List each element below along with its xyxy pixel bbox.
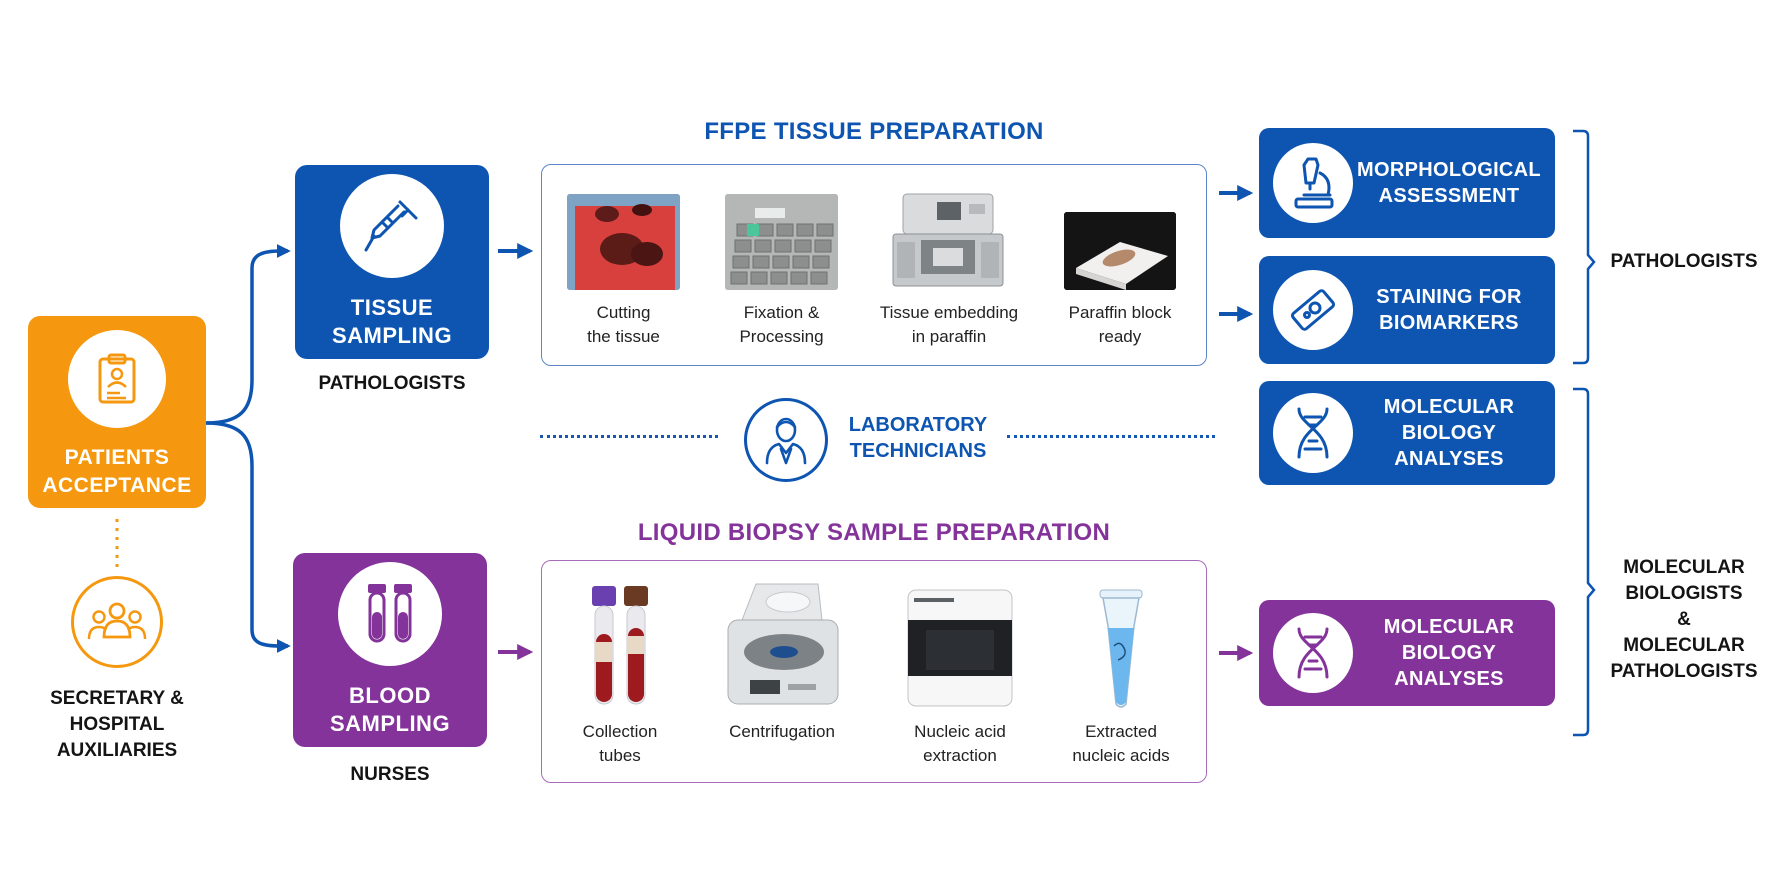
liquid-step-caption: Extracted nucleic acids xyxy=(1072,722,1170,765)
patients-acceptance-label: PATIENTS ACCEPTANCE xyxy=(42,446,192,497)
microscope-icon xyxy=(1273,143,1353,223)
molecular-group-label: MOLECULAR BIOLOGISTS & MOLECULAR PATHOLO… xyxy=(1610,557,1758,682)
dna-icon xyxy=(1273,613,1353,693)
blood-sampling-role: NURSES xyxy=(350,764,430,785)
liquid-step-caption: Collection tubes xyxy=(582,722,658,765)
dotted-line-left xyxy=(540,435,718,438)
branch-connector xyxy=(205,244,291,425)
syringe-icon xyxy=(340,174,444,278)
ffpe-title: FFPE TISSUE PREPARATION xyxy=(704,118,1044,145)
ffpe-step-caption: Paraffin block ready xyxy=(1068,303,1172,346)
tissue-sampling-box: TISSUE SAMPLING xyxy=(295,165,489,359)
morphological-assessment-label: MORPHOLOGICAL ASSESSMENT xyxy=(1357,159,1541,207)
technician-icon xyxy=(744,398,828,482)
molecular-analyses-blood-box: MOLECULAR BIOLOGY ANALYSES xyxy=(1259,600,1555,706)
liquid-panel xyxy=(541,560,1207,783)
molecular-analyses-blood-label: MOLECULAR BIOLOGY ANALYSES xyxy=(1383,616,1515,690)
molecular-analyses-tissue-label: MOLECULAR BIOLOGY ANALYSES xyxy=(1383,396,1515,470)
tissue-sampling-label: TISSUE SAMPLING xyxy=(331,295,453,348)
ffpe-step-caption: Cutting the tissue xyxy=(587,303,660,346)
secretary-label: SECRETARY & HOSPITAL AUXILIARIES xyxy=(50,688,184,761)
laboratory-technicians-label: LABORATORY TECHNICIANS xyxy=(848,414,988,462)
blood-sampling-label: BLOOD SAMPLING xyxy=(329,683,451,736)
staining-biomarkers-box: STAINING FOR BIOMARKERS xyxy=(1259,256,1555,364)
ffpe-step-caption: Fixation & Processing xyxy=(739,303,824,346)
staining-biomarkers-label: STAINING FOR BIOMARKERS xyxy=(1376,286,1522,334)
blood-tubes-icon xyxy=(338,562,442,666)
dotted-line-right xyxy=(1007,435,1215,438)
tissue-sampling-role: PATHOLOGISTS xyxy=(318,373,466,394)
embedding-station-photo xyxy=(885,188,1010,290)
paraffin-block-photo xyxy=(1064,212,1176,290)
bracket-pathologists xyxy=(1573,129,1596,365)
branch-connector-lower xyxy=(205,421,291,653)
cassette-rack-photo xyxy=(725,194,838,290)
extraction-machine-photo xyxy=(904,586,1016,710)
centrifuge-photo xyxy=(722,580,842,710)
slide-icon xyxy=(1273,270,1353,350)
patients-acceptance-box: PATIENTS ACCEPTANCE xyxy=(28,316,206,508)
group-icon xyxy=(71,576,163,668)
molecular-analyses-tissue-box: MOLECULAR BIOLOGY ANALYSES xyxy=(1259,381,1555,485)
liquid-step-caption: Centrifugation xyxy=(729,722,835,741)
dna-icon xyxy=(1273,393,1353,473)
ffpe-step-caption: Tissue embedding in paraffin xyxy=(879,303,1019,346)
morphological-assessment-box: MORPHOLOGICAL ASSESSMENT xyxy=(1259,128,1555,238)
liquid-title: LIQUID BIOPSY SAMPLE PREPARATION xyxy=(637,519,1111,546)
tissue-cutting-photo xyxy=(567,194,680,290)
pathologists-group-label: PATHOLOGISTS xyxy=(1610,251,1758,272)
collection-tubes-photo xyxy=(584,584,656,708)
eppendorf-tube-photo xyxy=(1096,586,1146,710)
blood-sampling-box: BLOOD SAMPLING xyxy=(293,553,487,747)
bracket-molecular xyxy=(1573,387,1596,737)
clipboard-icon xyxy=(68,330,166,428)
liquid-step-caption: Nucleic acid extraction xyxy=(914,722,1006,765)
